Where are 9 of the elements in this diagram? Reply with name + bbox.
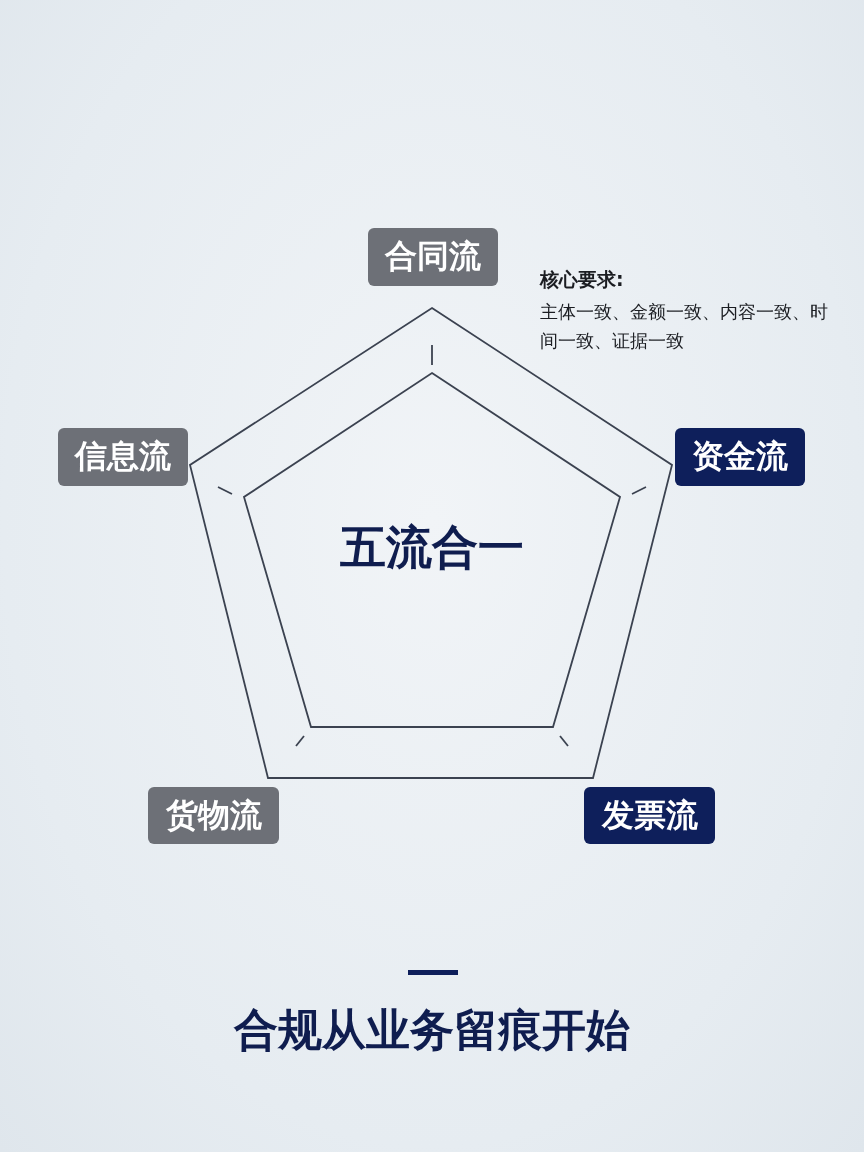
flow-label: 资金流 [675, 428, 805, 486]
flow-label: 货物流 [148, 787, 279, 844]
center-title: 五流合一 [339, 520, 525, 574]
caption: 合规从业务留痕开始 [232, 1003, 631, 1057]
note-heading: 核心要求: [540, 267, 625, 292]
flow-label: 信息流 [58, 428, 188, 486]
flow-label: 合同流 [368, 228, 498, 286]
flow-label: 发票流 [584, 787, 715, 844]
note-text: 主体一致、金额一致、内容一致、时间一致、证据一致 [540, 300, 829, 353]
